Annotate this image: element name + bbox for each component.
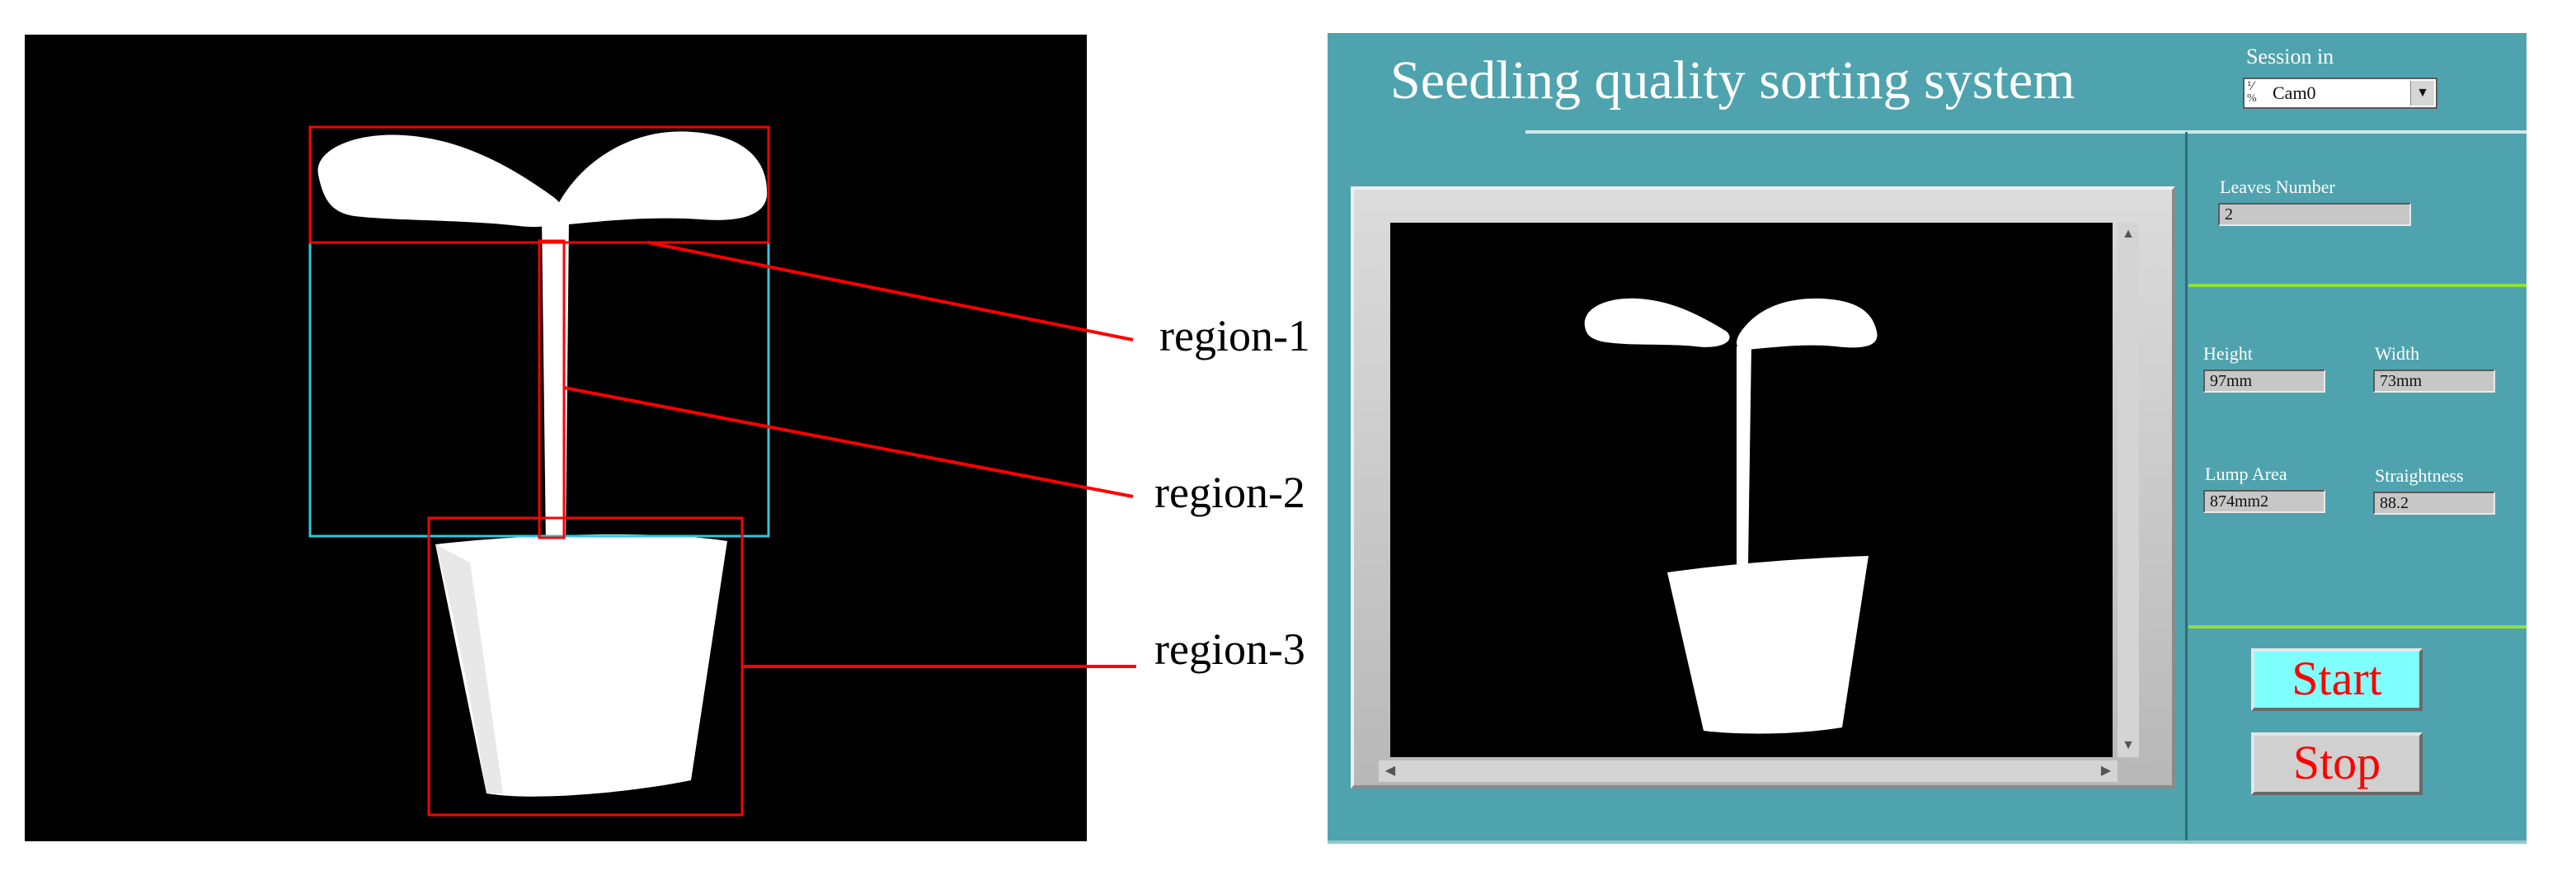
seedling-preview bbox=[1584, 298, 1878, 734]
bottom-edge bbox=[1328, 840, 2527, 844]
straightness-field[interactable]: 88.2 bbox=[2373, 492, 2495, 515]
sorting-system-window: Seedling quality sorting system Session … bbox=[1328, 33, 2527, 844]
region-1-label: region-1 bbox=[1159, 311, 1310, 360]
session-label: Session in bbox=[2246, 45, 2334, 68]
height-field[interactable]: 97mm bbox=[2203, 370, 2325, 393]
lump-area-label: Lump Area bbox=[2205, 464, 2287, 484]
width-field[interactable]: 73mm bbox=[2373, 370, 2495, 393]
app-header: Seedling quality sorting system Session … bbox=[1328, 33, 2527, 130]
session-dropdown[interactable]: ⅟% Cam0 ▼ bbox=[2243, 78, 2437, 109]
app-title: Seedling quality sorting system bbox=[1390, 50, 2075, 111]
segmented-seedling-image bbox=[25, 35, 1087, 841]
leaves-number-label: Leaves Number bbox=[2220, 177, 2335, 197]
leaves-number-field[interactable]: 2 bbox=[2218, 203, 2411, 226]
camera-image-display[interactable] bbox=[1390, 223, 2113, 757]
width-label: Width bbox=[2375, 343, 2420, 364]
straightness-label: Straightness bbox=[2375, 465, 2464, 486]
region-2-label: region-2 bbox=[1154, 468, 1305, 517]
stop-button[interactable]: Stop bbox=[2251, 732, 2423, 795]
scroll-up-icon[interactable]: ▲ bbox=[2122, 227, 2135, 241]
vertical-scrollbar[interactable]: ▲ ▼ bbox=[2118, 223, 2139, 757]
scroll-down-icon[interactable]: ▼ bbox=[2122, 738, 2135, 752]
horizontal-scrollbar[interactable]: ◀ ▶ bbox=[1379, 760, 2118, 782]
session-value: Cam0 bbox=[2273, 82, 2316, 103]
green-divider-2 bbox=[2188, 625, 2527, 628]
start-button[interactable]: Start bbox=[2251, 648, 2423, 711]
scroll-left-icon[interactable]: ◀ bbox=[1384, 764, 1396, 778]
green-divider-1 bbox=[2188, 284, 2527, 287]
seedling-silhouette bbox=[317, 131, 768, 797]
header-divider bbox=[1525, 130, 2527, 134]
io-resource-icon: ⅟% bbox=[2247, 81, 2257, 105]
scroll-right-icon[interactable]: ▶ bbox=[2100, 764, 2112, 778]
region-3-label: region-3 bbox=[1154, 624, 1305, 674]
image-display-frame: ▲ ▼ ◀ ▶ bbox=[1351, 186, 2175, 788]
chevron-down-icon[interactable]: ▼ bbox=[2410, 81, 2434, 106]
sidebar-divider bbox=[2185, 132, 2188, 844]
lump-area-field[interactable]: 874mm2 bbox=[2203, 490, 2325, 513]
height-label: Height bbox=[2203, 343, 2253, 364]
